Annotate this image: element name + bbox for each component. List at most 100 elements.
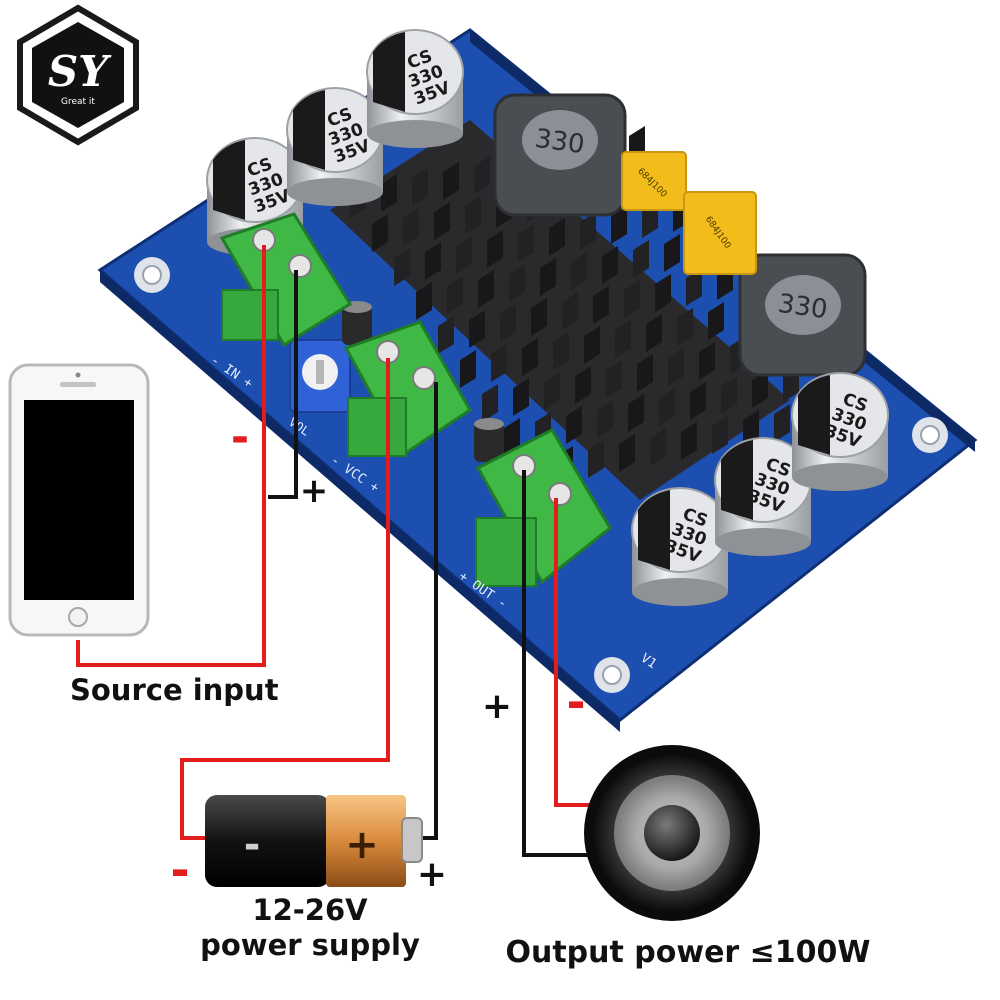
heatsink-fin bbox=[628, 394, 644, 432]
heatsink-fin bbox=[438, 316, 454, 354]
heatsink-fin bbox=[522, 338, 538, 376]
heatsink-fin bbox=[394, 248, 410, 286]
heatsink-fin bbox=[566, 406, 582, 444]
heatsink-fin bbox=[531, 298, 547, 336]
heatsink-fin bbox=[469, 310, 485, 348]
heatsink-fin bbox=[584, 326, 600, 364]
heatsink-fin bbox=[615, 320, 631, 358]
heatsink-fin bbox=[664, 234, 680, 272]
mount-hole-right bbox=[912, 417, 948, 453]
sign-battery-minus: - bbox=[170, 843, 189, 897]
label-power-supply-voltage: 12-26V bbox=[252, 893, 368, 927]
heatsink-fin bbox=[774, 404, 790, 442]
heatsink-fin bbox=[659, 388, 675, 426]
phone-screen bbox=[24, 400, 134, 600]
heatsink-fin bbox=[597, 400, 613, 438]
speaker bbox=[584, 745, 760, 921]
heatsink-fin bbox=[518, 224, 534, 262]
heatsink-fin bbox=[624, 280, 640, 318]
heatsink-fin bbox=[655, 274, 671, 312]
amplifier-board: 330 330 684J100 684J100 CS33035VCS33035V… bbox=[97, 28, 978, 732]
mount-hole-left bbox=[134, 257, 170, 293]
heatsink-fin bbox=[447, 276, 463, 314]
home-button-icon bbox=[68, 607, 88, 627]
heatsink-fin bbox=[372, 214, 388, 252]
battery-body-minus: - bbox=[244, 822, 261, 868]
battery-body-plus: + bbox=[345, 822, 379, 868]
heatsink-fin bbox=[487, 230, 503, 268]
heatsink-fin bbox=[434, 202, 450, 240]
wire-input-minus bbox=[76, 245, 266, 667]
heatsink-fin bbox=[412, 168, 428, 206]
wire-output-minus bbox=[554, 498, 600, 807]
sign-battery-plus: + bbox=[417, 854, 447, 895]
smartphone-source bbox=[8, 363, 150, 637]
heatsink-fin bbox=[611, 206, 627, 244]
heatsink-fin bbox=[474, 156, 490, 194]
heatsink-fin bbox=[381, 174, 397, 212]
heatsink-fin bbox=[721, 376, 737, 414]
heatsink-fin bbox=[712, 416, 728, 454]
heatsink-fin bbox=[686, 268, 702, 306]
battery: - + bbox=[205, 795, 423, 887]
heatsink-fin bbox=[549, 218, 565, 256]
sign-output-plus: + bbox=[482, 686, 512, 727]
film-cap-2: 684J100 bbox=[683, 191, 757, 275]
heatsink-fin bbox=[602, 246, 618, 284]
heatsink-fin bbox=[504, 418, 520, 456]
heatsink-fin bbox=[708, 302, 724, 340]
inductor-top: 330 bbox=[493, 93, 627, 217]
heatsink-fin bbox=[482, 384, 498, 422]
heatsink-fin bbox=[478, 270, 494, 308]
label-power-supply: power supply bbox=[200, 928, 420, 962]
heatsink-fin bbox=[460, 350, 476, 388]
heatsink-fin bbox=[443, 162, 459, 200]
heatsink-fin bbox=[637, 354, 653, 392]
brand-logo: SY Great it bbox=[17, 4, 139, 146]
heatsink-fin bbox=[650, 428, 666, 466]
heatsink-fin bbox=[580, 212, 596, 250]
heatsink-fin bbox=[540, 258, 556, 296]
heatsink-fin bbox=[491, 344, 507, 382]
heatsink-fin bbox=[465, 196, 481, 234]
wire-vcc-minus bbox=[180, 358, 390, 840]
heatsink-fin bbox=[562, 292, 578, 330]
heatsink-fin bbox=[646, 314, 662, 352]
wire-output-plus bbox=[522, 470, 600, 857]
heatsink-fin bbox=[668, 348, 684, 386]
label-source-input: Source input bbox=[70, 673, 279, 707]
sign-input-plus: + bbox=[300, 471, 329, 511]
silk-version: V1 bbox=[638, 651, 659, 672]
logo-monogram: SY bbox=[48, 47, 112, 96]
heatsink-fin bbox=[544, 372, 560, 410]
heatsink-fin bbox=[752, 370, 768, 408]
heatsink-fin bbox=[575, 366, 591, 404]
inductor-bottom: 330 bbox=[738, 253, 867, 377]
heatsink-fin bbox=[677, 308, 693, 346]
small-capacitor-2 bbox=[474, 418, 504, 462]
heatsink-fin bbox=[571, 252, 587, 290]
heatsink-fin bbox=[425, 242, 441, 280]
heatsink-fin bbox=[681, 422, 697, 460]
heatsink-fin bbox=[606, 360, 622, 398]
heatsink-fin bbox=[699, 342, 715, 380]
terminal-vcc bbox=[343, 320, 472, 457]
film-cap-1: 684J100 bbox=[621, 151, 687, 211]
label-output-power: Output power ≤100W bbox=[505, 935, 870, 970]
heatsink-fin bbox=[588, 440, 604, 478]
heatsink-fin bbox=[456, 236, 472, 274]
inductor-bottom-marking: 330 bbox=[776, 289, 829, 326]
inductor-top-marking: 330 bbox=[533, 124, 586, 161]
mount-hole-bottom bbox=[594, 657, 630, 693]
heatsink-fin bbox=[633, 240, 649, 278]
heatsink-fin bbox=[500, 304, 516, 342]
wire-input-plus bbox=[268, 270, 298, 499]
heatsink-fin bbox=[593, 286, 609, 324]
heatsink-fin bbox=[513, 378, 529, 416]
